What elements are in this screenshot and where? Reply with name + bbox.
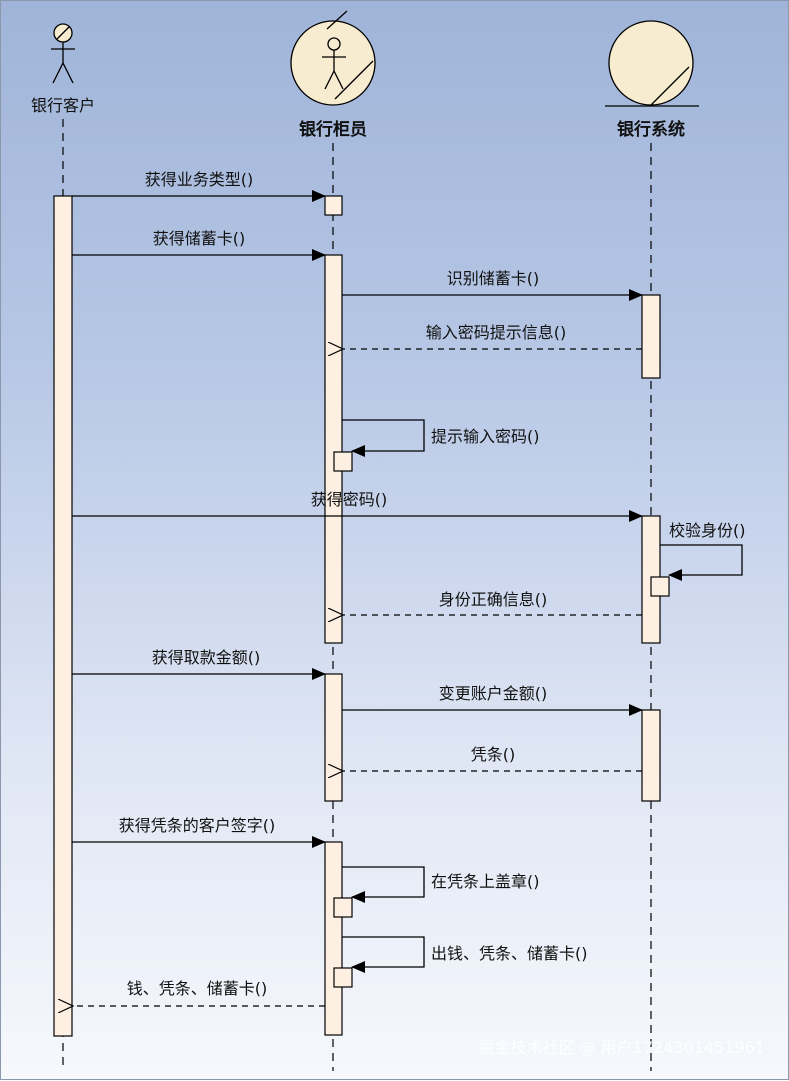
message-label-m4: 输入密码提示信息() bbox=[426, 323, 567, 342]
message-label-m5: 提示输入密码() bbox=[431, 427, 540, 446]
activation-customer bbox=[53, 195, 73, 1037]
actor-customer-icon bbox=[51, 23, 75, 84]
watermark-text: 掘金技术社区 @ 用户1724301451961 bbox=[478, 1038, 765, 1057]
entity-system-icon bbox=[605, 20, 699, 107]
message-label-m2: 获得储蓄卡() bbox=[153, 229, 246, 248]
self-activation-teller-2 bbox=[333, 897, 353, 918]
message-label-m12: 获得凭条的客户签字() bbox=[119, 816, 276, 835]
message-label-m8: 身份正确信息() bbox=[439, 590, 548, 609]
activation-teller-4 bbox=[324, 841, 343, 1036]
message-label-m11: 凭条() bbox=[471, 745, 516, 764]
message-label-m6: 获得密码() bbox=[311, 490, 388, 509]
message-label-m15: 钱、凭条、储蓄卡() bbox=[127, 979, 268, 998]
message-arrow-m5 bbox=[342, 419, 425, 457]
activation-system-1 bbox=[641, 294, 661, 379]
activation-system-3 bbox=[641, 709, 661, 802]
message-arrow-m7 bbox=[660, 544, 743, 581]
participant-teller-label: 银行柜员 bbox=[299, 119, 367, 140]
message-arrow-m14 bbox=[342, 936, 425, 973]
self-activation-system bbox=[650, 576, 670, 597]
message-label-m10: 变更账户金额() bbox=[439, 684, 548, 703]
activation-teller-1 bbox=[324, 195, 343, 216]
message-label-m7: 校验身份() bbox=[669, 521, 746, 540]
participant-customer-label: 银行客户 bbox=[31, 96, 95, 115]
message-label-m1: 获得业务类型() bbox=[145, 170, 254, 189]
message-label-m3: 识别储蓄卡() bbox=[447, 269, 540, 288]
activation-teller-3 bbox=[324, 673, 343, 802]
message-arrow-m13 bbox=[342, 866, 425, 903]
actor-teller-icon bbox=[290, 10, 376, 106]
message-label-m13: 在凭条上盖章() bbox=[431, 872, 540, 891]
message-label-m9: 获得取款金额() bbox=[152, 648, 261, 667]
participant-system-label: 银行系统 bbox=[617, 119, 685, 140]
activation-teller-2 bbox=[324, 254, 343, 644]
self-activation-teller-3 bbox=[333, 967, 353, 988]
message-label-m14: 出钱、凭条、储蓄卡() bbox=[431, 944, 588, 963]
self-activation-teller-1 bbox=[333, 451, 353, 472]
